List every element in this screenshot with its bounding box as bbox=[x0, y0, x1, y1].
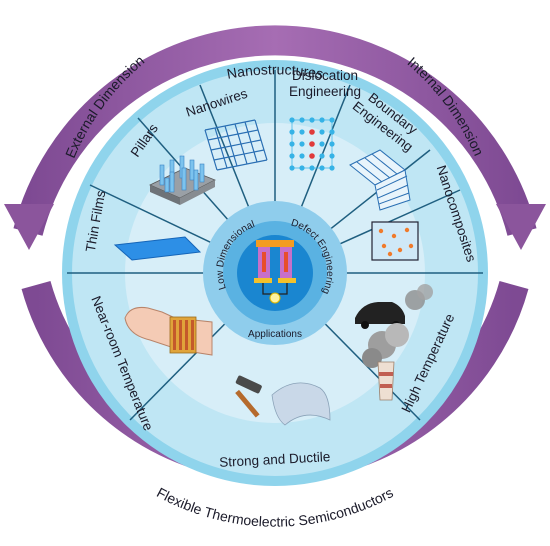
hammer-icon bbox=[235, 375, 262, 418]
left-arrowhead bbox=[4, 204, 54, 250]
applications-label: Applications bbox=[248, 329, 302, 340]
nanocomposites-illustration bbox=[371, 221, 419, 261]
wrist-wearable-illustration bbox=[124, 307, 213, 356]
smokestack-illustration bbox=[362, 323, 409, 401]
pillars-illustration bbox=[149, 155, 216, 205]
flexible-film-illustration bbox=[271, 382, 331, 426]
dislocation-label-1: Dislocation bbox=[292, 68, 358, 83]
boundary-illustration bbox=[349, 149, 411, 211]
car-illustration bbox=[355, 284, 433, 329]
dislocation-label-2: Engineering bbox=[289, 84, 361, 99]
nanostructures-label: Nanostructures bbox=[225, 61, 324, 82]
top-arc bbox=[13, 25, 537, 236]
flexible-thermoelectric-label: Flexible Thermoelectric Semiconductors bbox=[154, 484, 396, 529]
right-arrowhead bbox=[496, 204, 546, 250]
nanowires-illustration bbox=[204, 119, 268, 171]
center-disk bbox=[237, 235, 313, 311]
thin-film-illustration bbox=[113, 236, 202, 261]
dislocation-illustration bbox=[289, 117, 335, 171]
strong-ductile-label: Strong and Ductile bbox=[219, 449, 331, 470]
thermoelectric-device-icon bbox=[254, 240, 296, 304]
